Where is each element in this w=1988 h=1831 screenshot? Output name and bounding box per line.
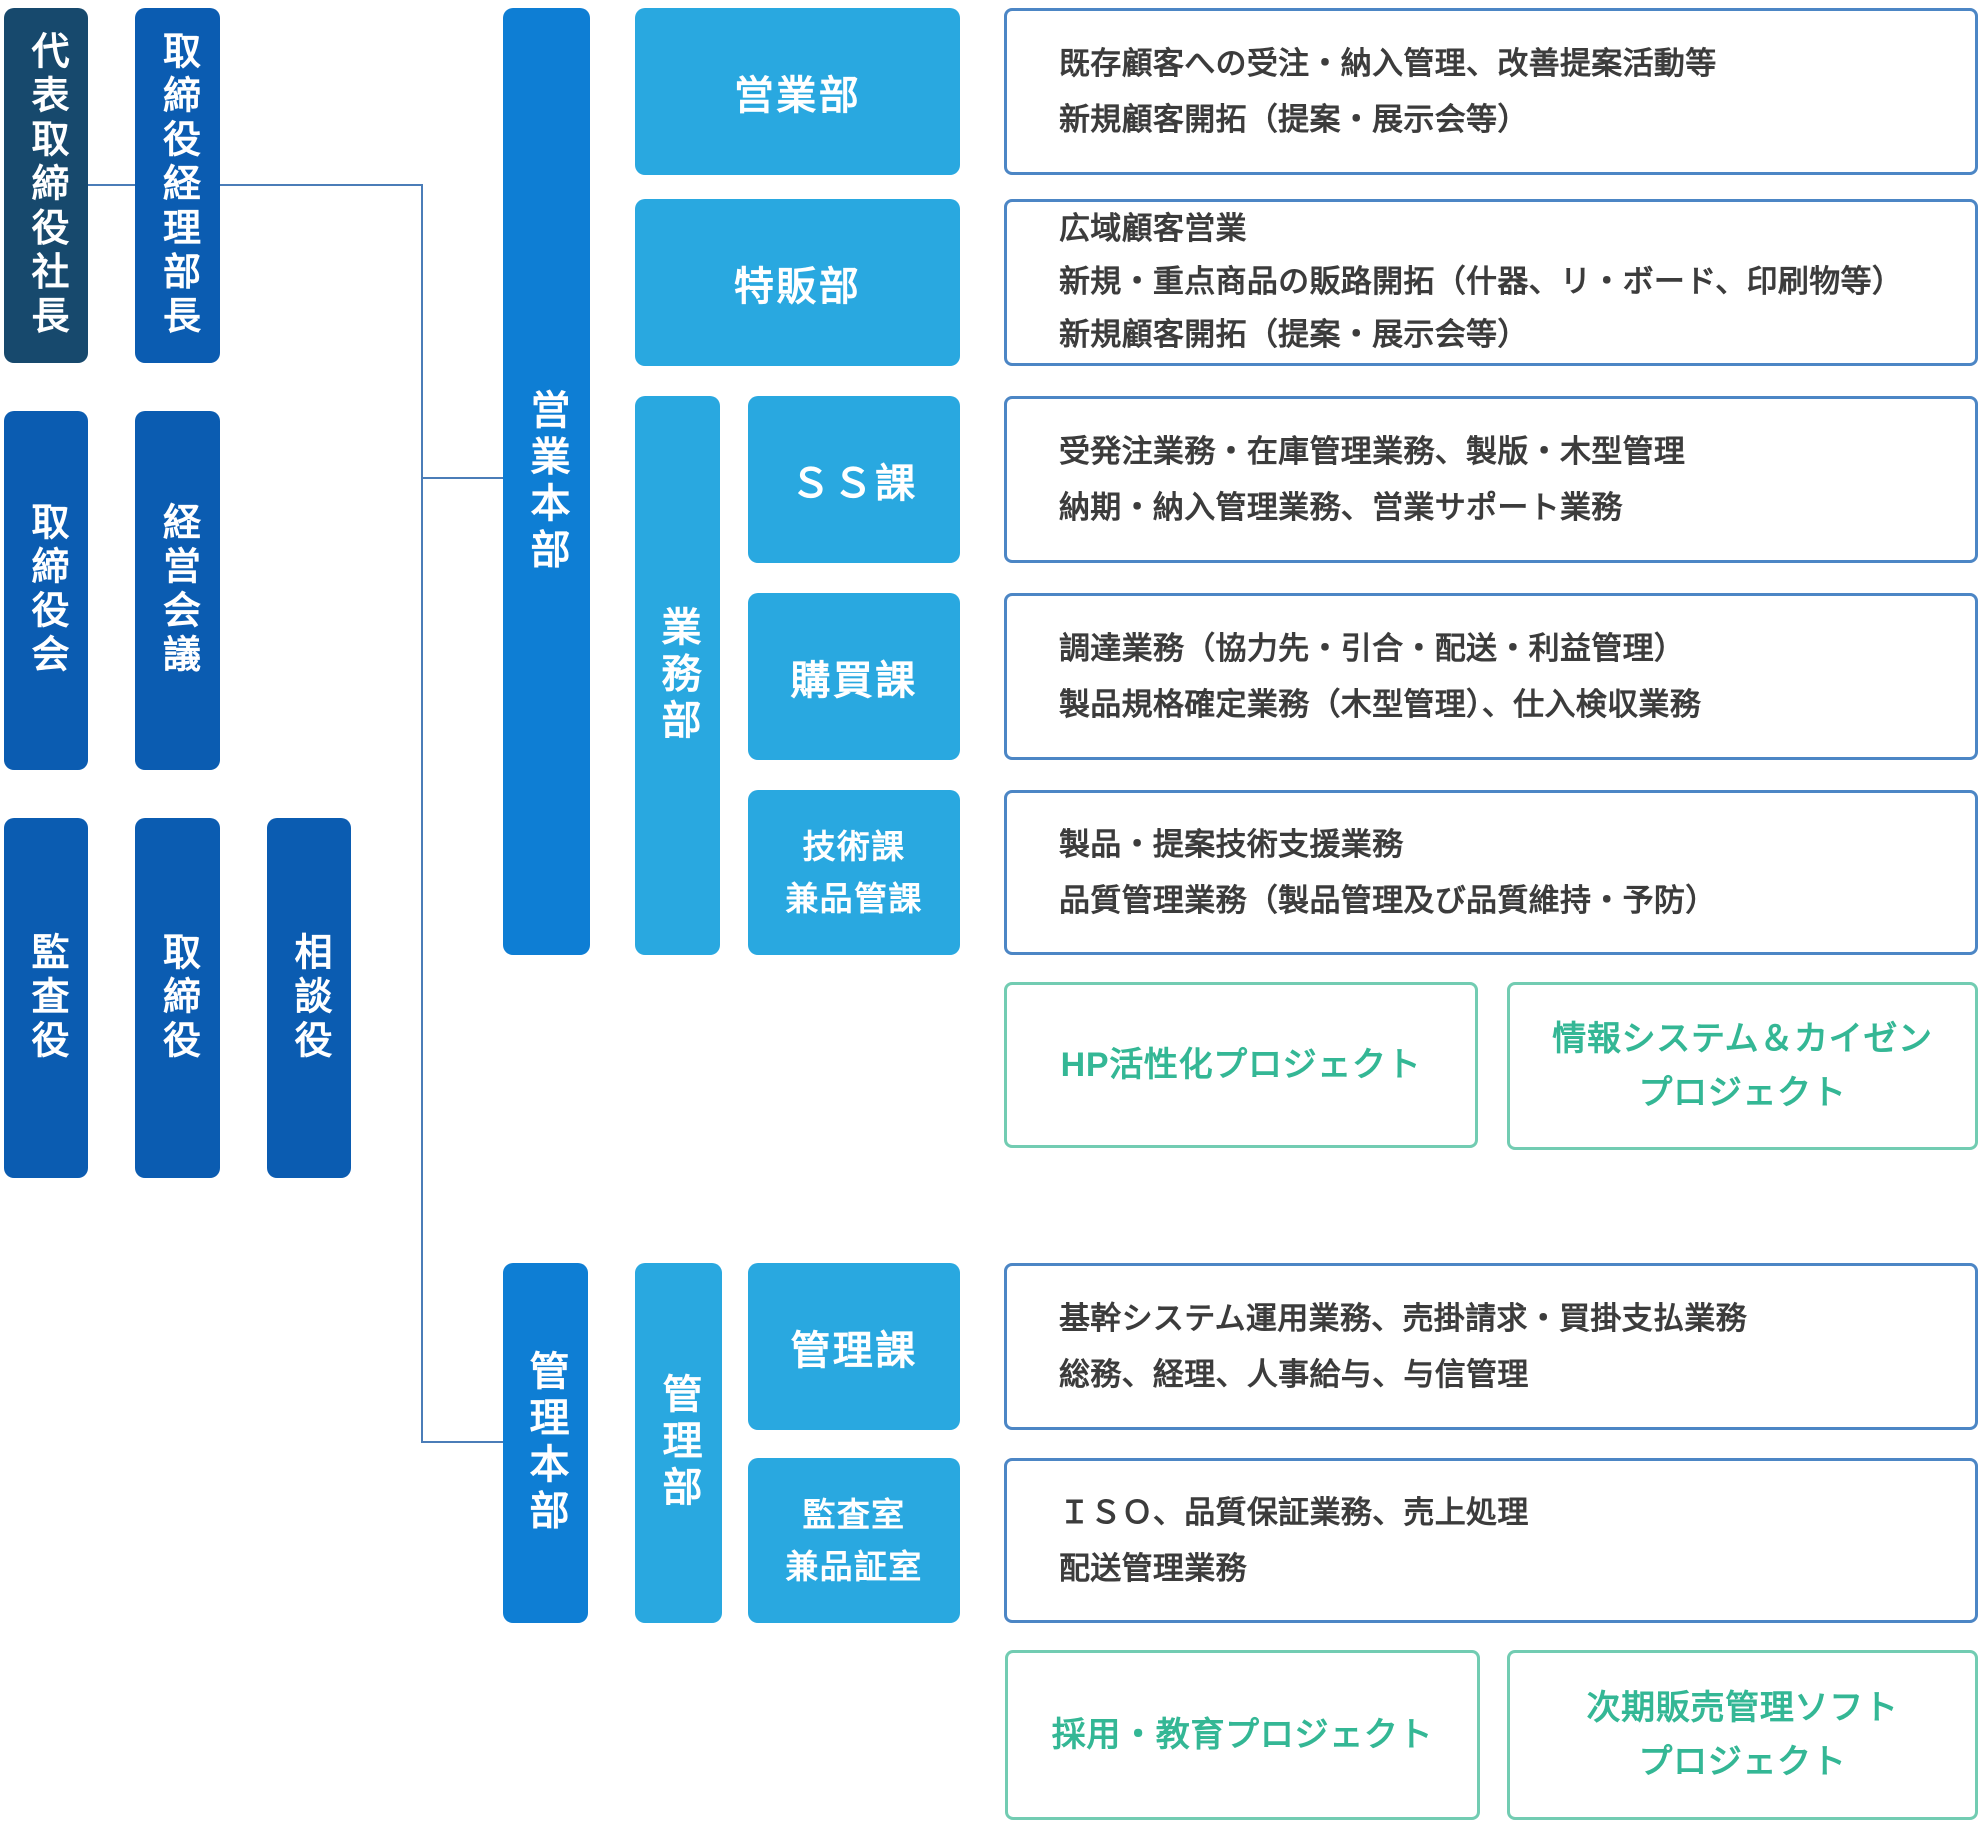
connector-sales-hq-branch-line <box>423 477 503 479</box>
desc-engineering-section: 製品・提案技術支援業務 品質管理業務（製品管理及び品質維持・予防） <box>1004 790 1978 955</box>
section-admin: 管理課 <box>748 1263 960 1430</box>
box-auditor: 監査役 <box>4 818 88 1178</box>
box-board-of-directors: 取締役会 <box>4 411 88 770</box>
project-next-sales-software: 次期販売管理ソフト プロジェクト <box>1507 1650 1978 1820</box>
bar-admin-dept: 管理部 <box>635 1263 722 1623</box>
bar-sales-hq: 営業本部 <box>503 8 590 955</box>
section-engineering: 技術課 兼品管課 <box>748 790 960 955</box>
desc-ss-section: 受発注業務・在庫管理業務、製版・木型管理 納期・納入管理業務、営業サポート業務 <box>1004 396 1978 563</box>
dept-special-sales: 特販部 <box>635 199 960 366</box>
desc-sales-dept: 既存顧客への受注・納入管理、改善提案活動等 新規顧客開拓（提案・展示会等） <box>1004 8 1978 175</box>
box-accounting-director: 取締役経理部長 <box>135 8 220 363</box>
project-it-kaizen: 情報システム＆カイゼン プロジェクト <box>1507 982 1978 1150</box>
connector-admin-hq-branch-line <box>423 1441 503 1443</box>
desc-admin-section: 基幹システム運用業務、売掛請求・買掛支払業務 総務、経理、人事給与、与信管理 <box>1004 1263 1978 1430</box>
box-management-meeting: 経営会議 <box>135 411 220 770</box>
bar-operations-dept: 業務部 <box>635 396 720 955</box>
section-ss: ＳＳ課 <box>748 396 960 563</box>
box-advisor: 相談役 <box>267 818 351 1178</box>
project-recruitment-training: 採用・教育プロジェクト <box>1005 1650 1480 1820</box>
box-president: 代表取締役社長 <box>4 8 88 363</box>
connector-president-horizontal-line <box>88 184 423 186</box>
desc-special-sales-dept: 広域顧客営業 新規・重点商品の販路開拓（什器、リ・ボード、印刷物等） 新規顧客開… <box>1004 199 1978 366</box>
connector-trunk-vertical-line <box>421 184 423 1443</box>
desc-purchasing-section: 調達業務（協力先・引合・配送・利益管理） 製品規格確定業務（木型管理）、仕入検収… <box>1004 593 1978 760</box>
dept-sales: 営業部 <box>635 8 960 175</box>
section-purchasing: 購買課 <box>748 593 960 760</box>
bar-admin-hq: 管理本部 <box>503 1263 588 1623</box>
project-hp-revitalization: HP活性化プロジェクト <box>1004 982 1478 1148</box>
box-director: 取締役 <box>135 818 220 1178</box>
desc-audit-office: ＩＳＯ、品質保証業務、売上処理 配送管理業務 <box>1004 1458 1978 1623</box>
section-audit-office: 監査室 兼品証室 <box>748 1458 960 1623</box>
